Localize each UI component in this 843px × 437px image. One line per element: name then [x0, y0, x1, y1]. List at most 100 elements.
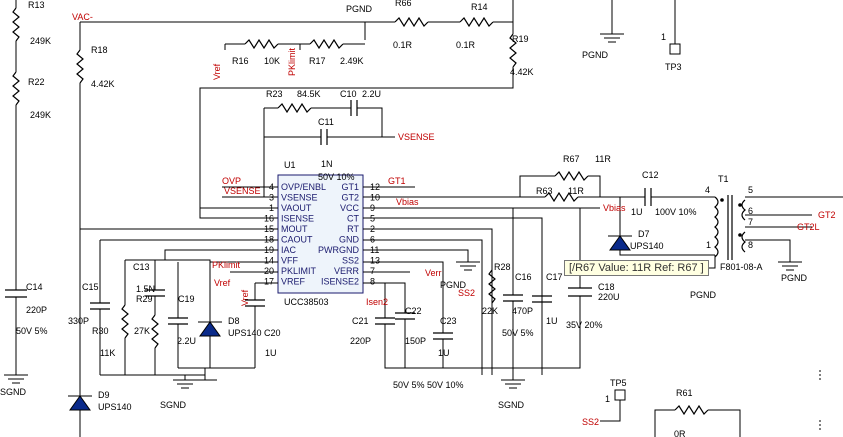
capacitor-c15[interactable]	[90, 302, 110, 310]
ic-pin-name: GT2	[341, 193, 359, 203]
ic-pin-number: 7	[370, 266, 375, 276]
capacitor-c21[interactable]	[375, 317, 395, 325]
resistor-r14[interactable]	[459, 16, 494, 28]
c21-value: 220P	[350, 336, 371, 346]
c19-ref: C19	[178, 294, 195, 304]
r14-value: 0.1R	[456, 40, 476, 50]
ic-pin-name: VFF	[281, 256, 299, 266]
vref-label-ic: Vref	[214, 278, 231, 288]
r18-value: 4.42K	[91, 79, 115, 89]
resistor-r17[interactable]	[309, 38, 344, 50]
ss2-label-mid: SS2	[458, 288, 475, 298]
verr-label: Verr	[425, 268, 442, 278]
c12-rating: 100V 10%	[655, 207, 697, 217]
c22-value: 150P	[405, 336, 426, 346]
r66-ref: R66	[395, 0, 412, 8]
ic-pin-name: PWRGND	[318, 245, 359, 255]
slope-caps	[375, 296, 482, 369]
vff-wire	[155, 259, 278, 263]
r17-ref: R17	[309, 56, 326, 66]
ic-pin-number: 20	[264, 266, 274, 276]
diode-d7[interactable]	[609, 235, 631, 251]
r22-ref: R22	[28, 77, 45, 87]
capacitor-c16[interactable]	[503, 294, 523, 302]
ovp-label: OVP	[222, 176, 241, 186]
t1-ref: T1	[718, 174, 729, 184]
iac-wire	[125, 249, 278, 261]
ic-pin-name: VAOUT	[281, 203, 312, 213]
r67-value: 11R	[595, 154, 611, 164]
ic-pin-name: ISENSE2	[321, 277, 359, 287]
resistor-r28[interactable]	[488, 269, 496, 304]
ic-pin-name: ISENSE	[281, 214, 314, 224]
r13-ref: R13	[28, 0, 45, 10]
sgnd-label-right: SGND	[498, 400, 525, 410]
resistor-r16[interactable]	[244, 38, 279, 50]
vbias-label-right: Vbias	[603, 203, 626, 213]
r30-ref: R30	[92, 326, 109, 336]
test-point-tp3[interactable]	[669, 0, 681, 55]
t1-pin-7: 7	[748, 217, 753, 227]
r18-ref: R18	[91, 45, 108, 55]
ic-pin-name: VSENSE	[281, 193, 318, 203]
r23-ref: R23	[266, 89, 283, 99]
capacitor-c23[interactable]	[433, 332, 453, 340]
capacitor-c10[interactable]	[350, 100, 358, 116]
pgnd-label-mid: PGND	[440, 280, 467, 290]
r19-value: 4.42K	[510, 67, 534, 77]
capacitor-c19[interactable]	[168, 317, 188, 325]
resistor-r67[interactable]	[554, 170, 589, 182]
transformer-secondary-wires	[745, 196, 843, 271]
caout-wire	[99, 239, 278, 303]
capacitor-c18[interactable]	[568, 287, 592, 297]
c13-value: 1.5N	[136, 284, 155, 294]
diode-d8[interactable]	[199, 321, 221, 337]
ic-u1-body[interactable]	[277, 174, 364, 294]
pgnd-label-top-right: PGND	[582, 50, 609, 60]
resistor-r23[interactable]	[277, 102, 312, 114]
pwrgnd-wire	[363, 249, 480, 271]
pgnd-ground-top	[600, 0, 624, 43]
c11-value: 1N	[321, 159, 333, 169]
resistor-r66[interactable]	[394, 16, 429, 28]
sgnd-label-bottom: SGND	[160, 400, 187, 410]
u1-rating: 50V 10%	[318, 172, 355, 182]
resistor-r18[interactable]	[76, 49, 84, 84]
capacitor-c17[interactable]	[532, 295, 552, 303]
r17-value: 2.49K	[340, 56, 364, 66]
test-point-tp5[interactable]	[600, 389, 626, 422]
left-divider-rail	[4, 0, 28, 384]
c17-value: 1U	[546, 316, 558, 326]
ic-pin-name: VCC	[340, 203, 360, 213]
resistor-r19[interactable]	[509, 33, 517, 68]
c20-value: 1U	[265, 348, 277, 358]
r61-ref: R61	[676, 388, 693, 398]
diode-d9[interactable]	[69, 395, 91, 411]
resistor-r29[interactable]	[151, 314, 159, 349]
t1-part: F801-08-A	[720, 262, 763, 272]
pgnd-label-t1: PGND	[690, 290, 717, 300]
r66-value: 0.1R	[393, 40, 413, 50]
c18-rating: 35V 20%	[566, 320, 603, 330]
c17-ref: C17	[546, 272, 563, 282]
resistor-r22[interactable]	[12, 71, 20, 106]
vsense-label-ic: VSENSE	[224, 186, 261, 196]
resistor-r30[interactable]	[121, 304, 129, 339]
resistor-r61[interactable]	[674, 404, 709, 416]
r14-ref: R14	[471, 2, 488, 12]
capacitor-c14[interactable]	[5, 289, 27, 298]
ground-symbol	[4, 374, 28, 384]
c23-ref: C23	[440, 316, 457, 326]
pklimit-label-ic: PKlimit	[212, 260, 241, 270]
capacitor-c11[interactable]	[320, 129, 328, 145]
c10-value: 2.2U	[362, 89, 381, 99]
error-amp-feedback	[263, 100, 395, 198]
capacitor-c12[interactable]	[644, 188, 652, 206]
t1-pin-8: 8	[748, 240, 753, 250]
transformer-t1[interactable]	[714, 195, 746, 260]
resistor-r63[interactable]	[544, 191, 579, 203]
ic-pin-name: GT1	[341, 182, 359, 192]
resistor-r13[interactable]	[12, 7, 20, 42]
ic-pin-number: 17	[264, 277, 274, 287]
ss2-label-bottom: SS2	[582, 417, 599, 427]
